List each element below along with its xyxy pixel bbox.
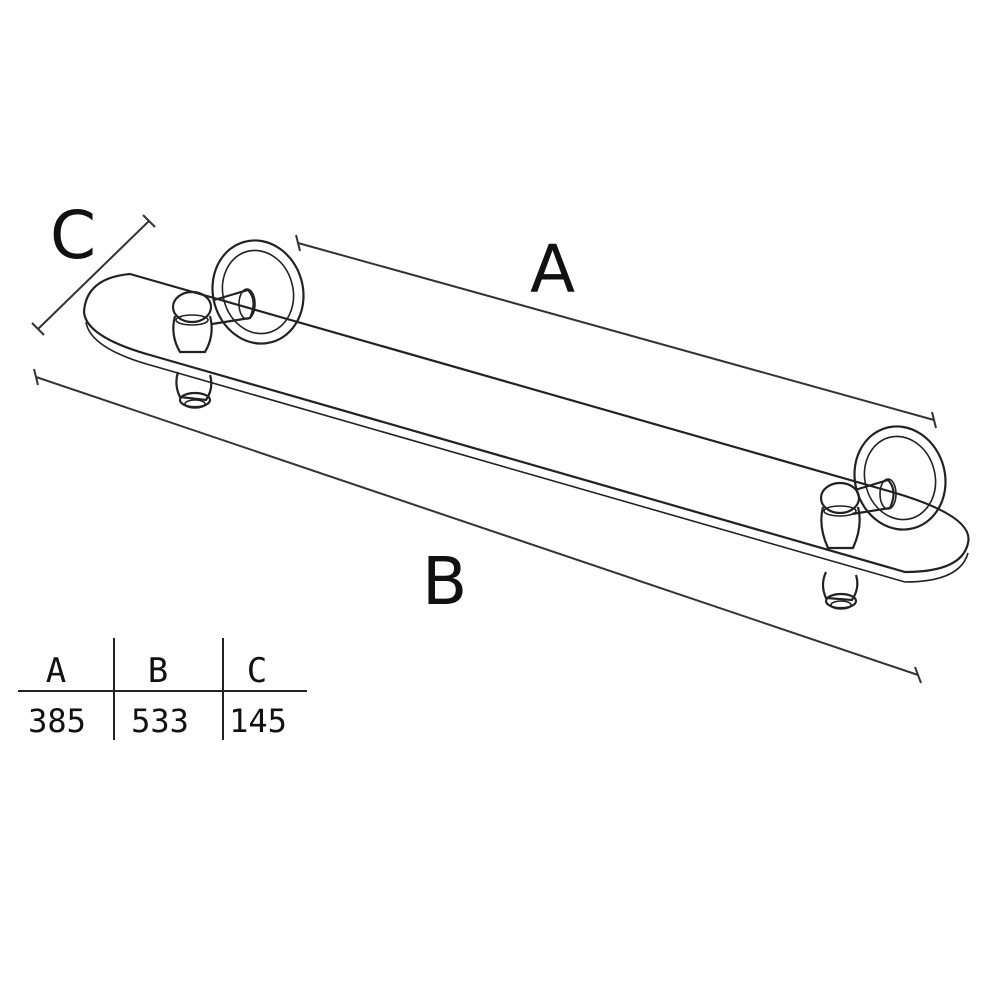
table-header-c: C [247, 651, 267, 691]
left-holder-top [171, 290, 213, 354]
table-header-b: B [148, 651, 168, 691]
label-c: C [50, 197, 96, 274]
right-holder-top [819, 481, 861, 550]
table-value-c: 145 [229, 702, 287, 740]
dimension-c-line [31, 214, 156, 336]
dimensions-table: A B C 385 533 145 [18, 638, 307, 740]
left-holder-bottom [175, 371, 213, 409]
glass-shelf [82, 272, 970, 583]
dimension-b-line [33, 368, 922, 684]
table-header-a: A [46, 651, 66, 691]
right-holder-bottom [821, 571, 859, 610]
label-a: A [530, 231, 575, 308]
table-value-b: 533 [131, 702, 189, 740]
left-wall-bracket [211, 239, 305, 345]
dimension-a-line [295, 234, 937, 429]
table-value-a: 385 [28, 702, 86, 740]
label-b: B [422, 543, 467, 620]
